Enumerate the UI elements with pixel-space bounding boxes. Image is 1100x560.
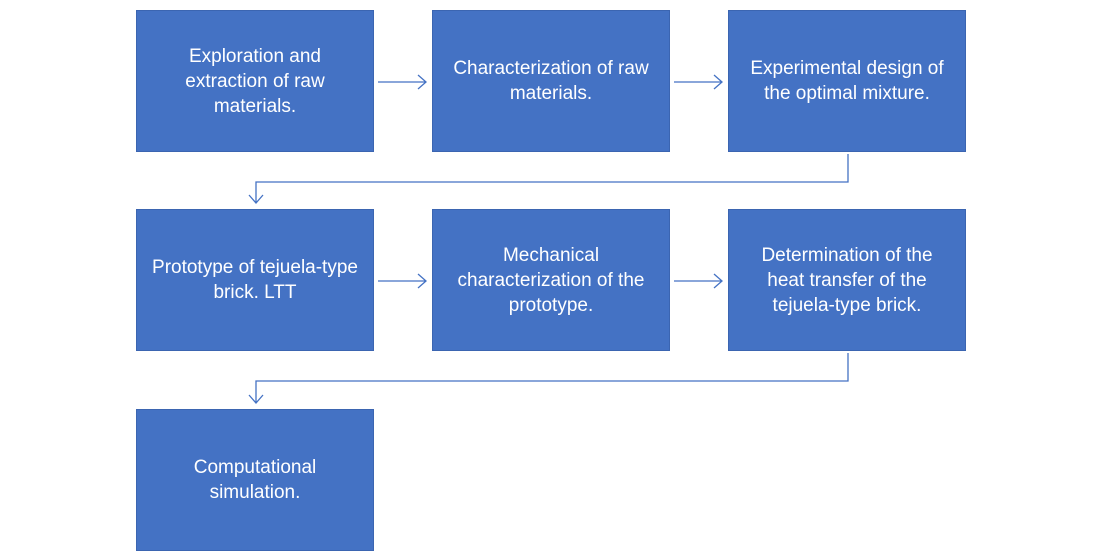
step-prototype-brick: Prototype of tejuela-type brick. LTT — [136, 209, 374, 351]
step-mechanical-characterization: Mechanical characterization of the proto… — [432, 209, 670, 351]
step-label: Mechanical characterization of the proto… — [457, 244, 645, 316]
step-label: Exploration and extraction of raw materi… — [185, 45, 325, 117]
step-label: Characterization of raw materials. — [453, 58, 649, 104]
step-label: Determination of the heat transfer of th… — [761, 244, 933, 316]
step-label: Prototype of tejuela-type brick. LTT — [152, 257, 358, 303]
step-label: Experimental design of the optimal mixtu… — [750, 58, 944, 104]
step-heat-transfer: Determination of the heat transfer of th… — [728, 209, 966, 351]
arrow-2-to-3 — [674, 74, 723, 90]
step-characterization-raw-materials: Characterization of raw materials. — [432, 10, 670, 152]
step-experimental-design: Experimental design of the optimal mixtu… — [728, 10, 966, 152]
arrow-4-to-5 — [378, 273, 427, 289]
step-exploration-extraction: Exploration and extraction of raw materi… — [136, 10, 374, 152]
arrow-6-to-7 — [248, 353, 849, 404]
step-label: Computational simulation. — [193, 457, 317, 503]
arrow-3-to-4 — [248, 154, 849, 204]
arrow-1-to-2 — [378, 74, 427, 90]
arrow-5-to-6 — [674, 273, 723, 289]
step-computational-simulation: Computational simulation. — [136, 409, 374, 551]
